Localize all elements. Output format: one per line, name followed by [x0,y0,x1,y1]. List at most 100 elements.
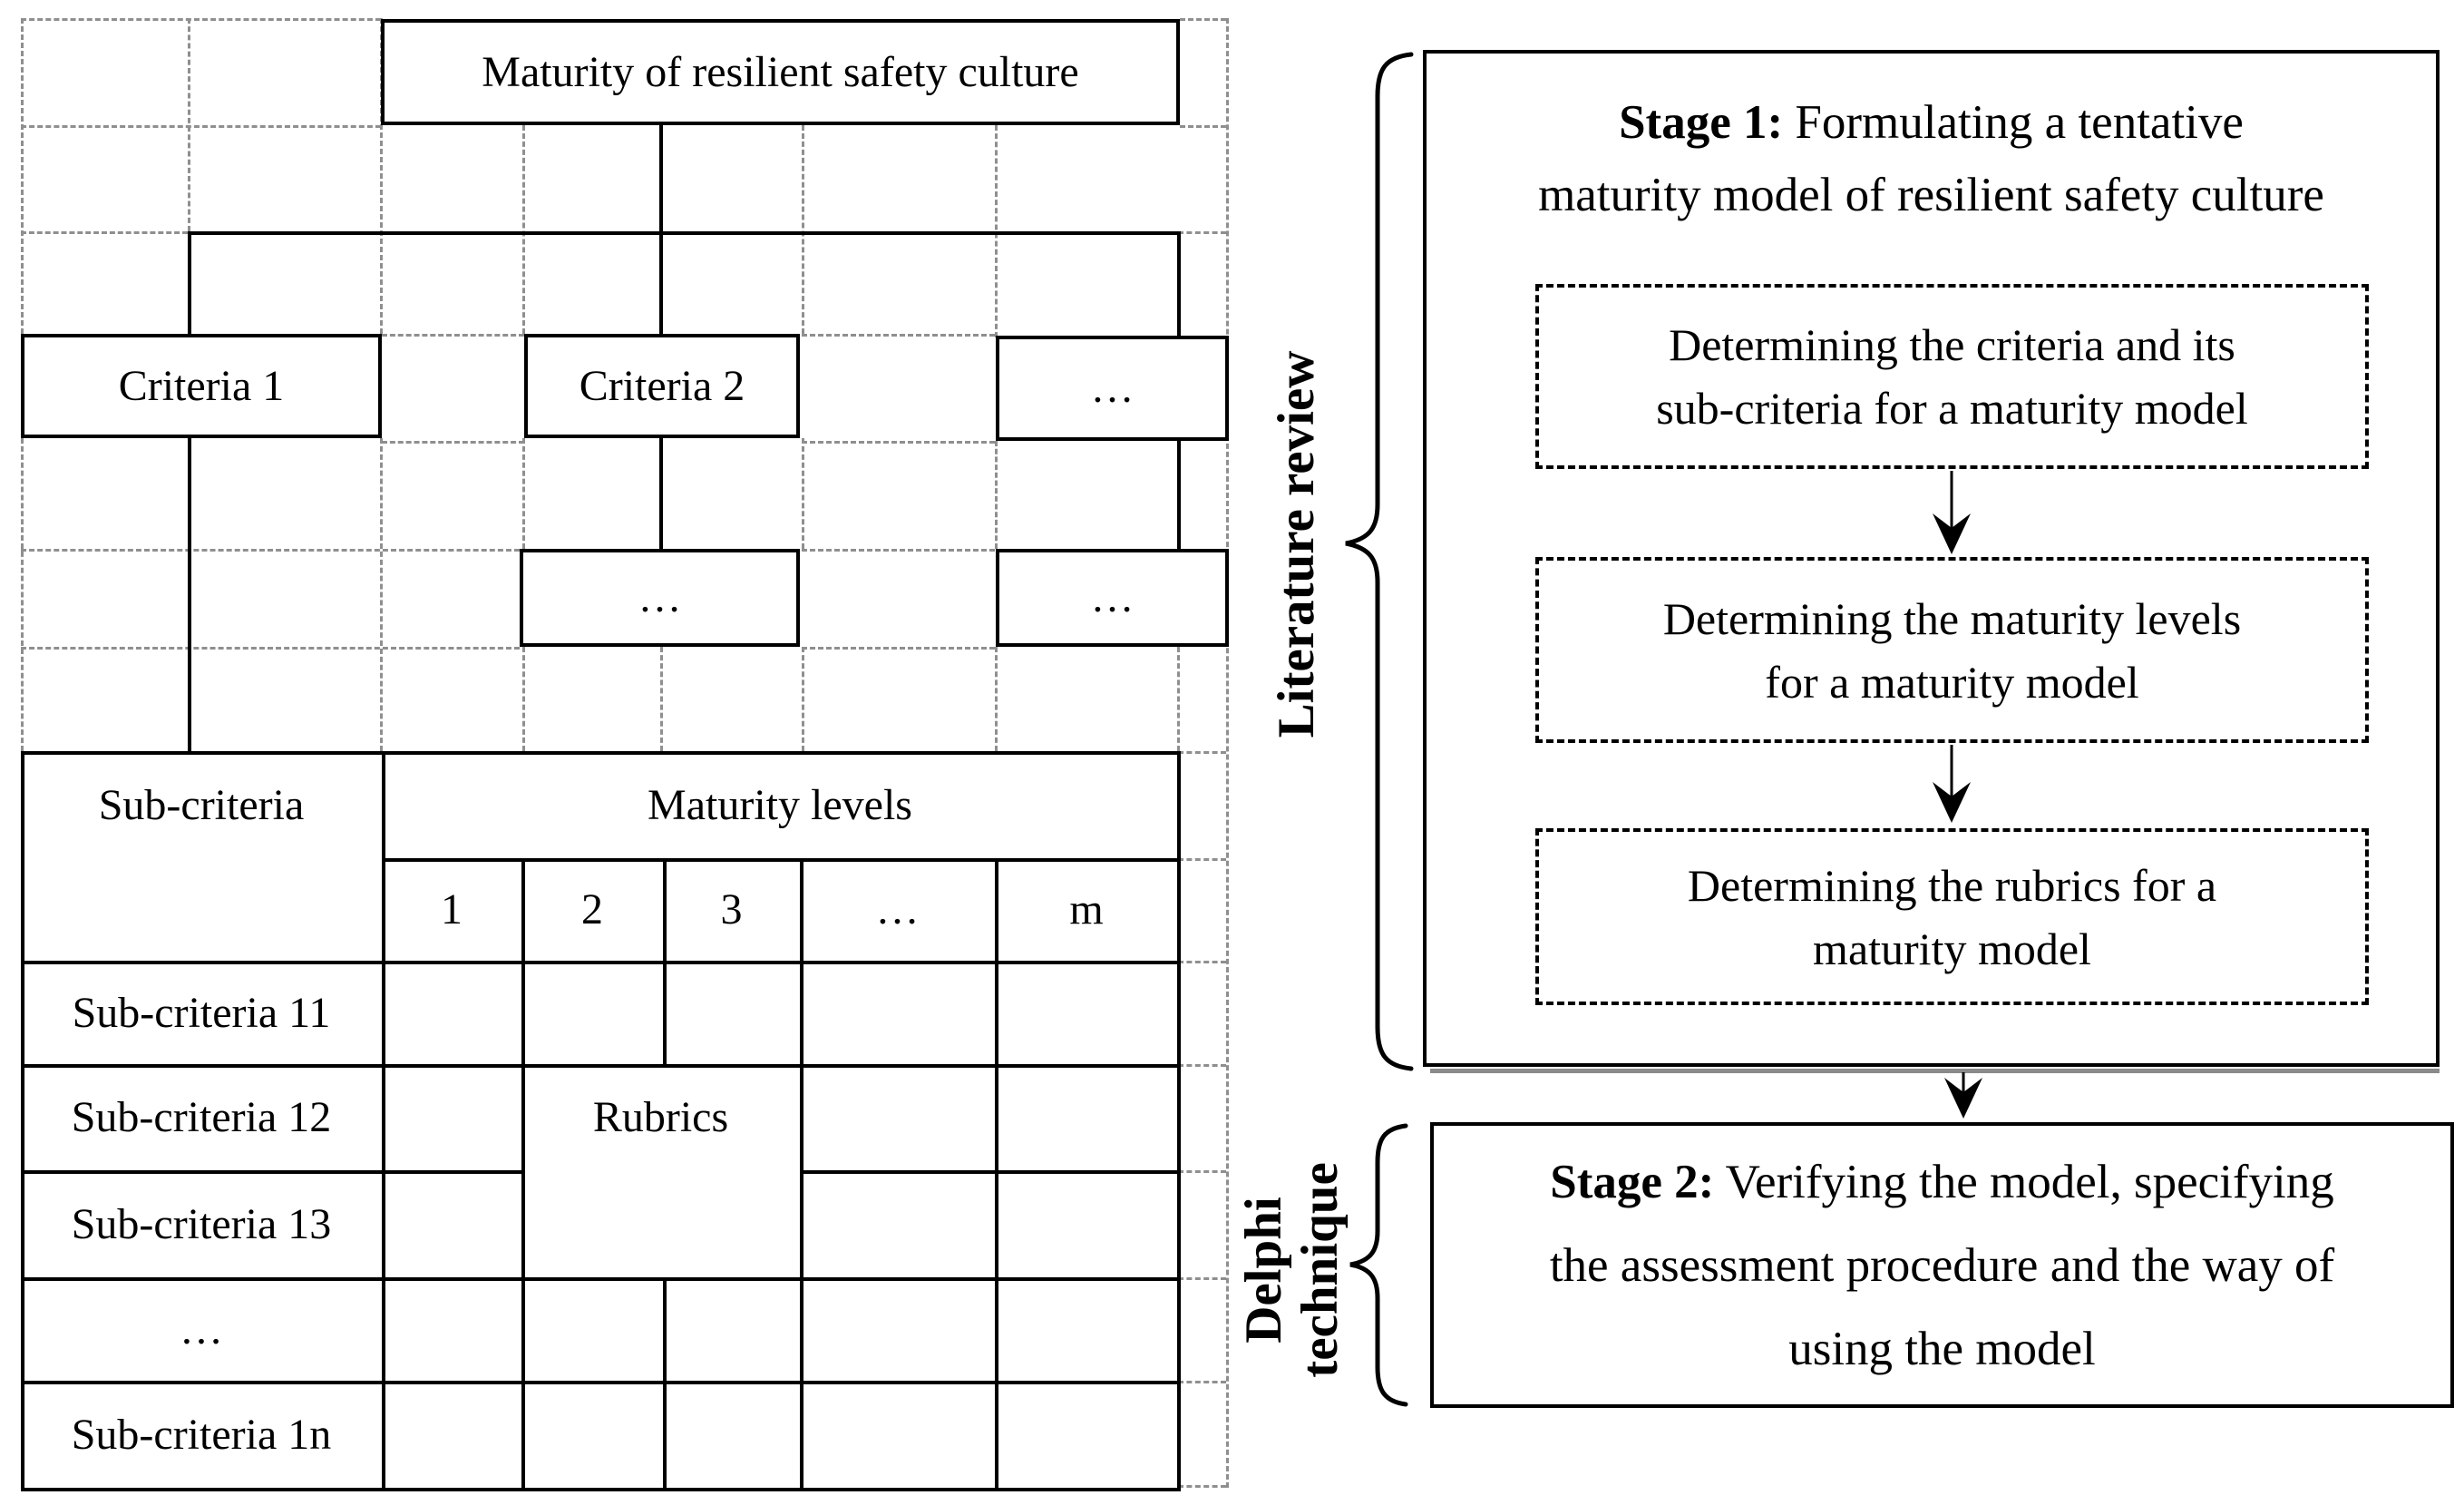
criteria-2-label: Criteria 2 [579,361,745,410]
solid-line [800,1170,1181,1174]
level-header-1: 1 [382,858,521,961]
solid-line [382,751,385,1491]
stage1-title: Stage 1: Formulating a tentative maturit… [1441,86,2421,231]
grid-dashed-line [1178,1277,1226,1280]
step-line: Determining the criteria and its [1669,319,2235,370]
stage2-prefix: Stage 2: [1550,1155,1715,1208]
grid-dashed-line [1178,961,1226,963]
down-arrow-icon [1933,471,1971,554]
down-arrow-icon [1944,1072,1982,1119]
grid-dashed-line [188,18,190,231]
grid-dashed-line [660,647,663,751]
solid-line [1177,441,1181,552]
level-header-ellipsis: … [800,858,995,961]
root-node-box: Maturity of resilient safety culture [381,19,1180,125]
row-label: Sub-criteria 12 [71,1093,332,1141]
curly-brace-literature-icon [1345,52,1414,1071]
grid-dashed-line [1178,858,1226,861]
level-m-label: m [1069,885,1104,933]
grid-dashed-line [21,18,381,21]
grid-dashed-line [1178,1381,1226,1383]
grid-dashed-line [802,334,995,337]
row-header-label: Sub-criteria [98,780,305,829]
solid-line [188,231,191,337]
grid-dashed-line [802,441,995,444]
table-row: … [21,1277,382,1381]
col-group-header-label: Maturity levels [648,780,912,829]
criteria-more-child-ellipsis-box: … [996,549,1229,647]
grid-dashed-line [522,438,525,549]
table-col-group-header-cell: Maturity levels [382,751,1178,858]
row-label: … [180,1305,223,1354]
level-ellipsis-label: … [875,885,920,933]
solid-line [659,231,663,337]
down-arrow-icon [1933,745,1971,823]
solid-line [659,438,663,552]
grid-dashed-line [21,125,381,128]
grid-dashed-line [802,125,804,334]
level-1-label: 1 [441,885,463,933]
table-row: Sub-criteria 1n [21,1381,382,1488]
solid-line [21,751,24,1491]
stage2-line1: Stage 2: Verifying the model, specifying [1550,1140,2334,1224]
row-label: Sub-criteria 11 [72,988,331,1037]
grid-dashed-line [1226,18,1229,1488]
criteria-1-label: Criteria 1 [118,361,285,410]
step-line: Determining the rubrics for a [1687,859,2217,911]
table-row: Sub-criteria 13 [21,1170,382,1277]
rubrics-merged-cell: Rubrics [521,1064,800,1170]
step-line: sub-criteria for a maturity model [1656,383,2248,434]
grid-dashed-line [21,438,24,751]
stage1-box-shadow [1430,1069,2440,1073]
step-box-rubrics: Determining the rubrics for a maturity m… [1535,828,2369,1005]
stage2-line1-rest: Verifying the model, specifying [1714,1155,2334,1208]
grid-dashed-line [382,334,524,337]
grid-dashed-line [1178,1170,1226,1173]
grid-dashed-line [1178,231,1226,234]
solid-line [21,1381,1181,1384]
level-3-label: 3 [720,885,743,933]
grid-dashed-line [1178,751,1226,754]
stage2-line2: the assessment procedure and the way of [1549,1238,2335,1292]
solid-line [995,858,998,1491]
criteria-2-box: Criteria 2 [524,334,800,438]
grid-dashed-line [380,18,383,334]
stage1-title-line1: Formulating a tentative [1783,96,2244,149]
solid-line [1177,751,1181,1491]
table-row: Sub-criteria 12 [21,1064,382,1170]
ellipsis-label: … [1090,573,1135,622]
grid-dashed-line [802,438,804,549]
criteria-more-box: … [996,336,1229,441]
level-header-2: 2 [521,858,663,961]
step-line: Determining the maturity levels [1662,592,2242,644]
grid-dashed-line [1178,1485,1226,1488]
grid-dashed-line [21,231,188,234]
grid-dashed-line [802,647,995,650]
solid-line [800,858,803,1491]
solid-line [663,858,667,1068]
solid-line [188,438,191,754]
table-row-header-cell: Sub-criteria [21,751,382,858]
level-header-3: 3 [663,858,800,961]
level-2-label: 2 [581,885,603,933]
grid-dashed-line [21,647,520,650]
grid-dashed-line [1180,125,1226,128]
root-node-label: Maturity of resilient safety culture [482,47,1079,96]
grid-dashed-line [802,647,804,751]
curly-brace-delphi-icon [1349,1123,1408,1407]
solid-line [21,751,1181,755]
grid-dashed-line [995,441,998,549]
grid-dashed-line [21,18,24,334]
step-line: for a maturity model [1765,656,2139,708]
criteria-2-child-ellipsis-box: … [520,549,800,647]
rubrics-label: Rubrics [592,1093,729,1141]
grid-dashed-line [1178,1064,1226,1067]
solid-line [21,1170,525,1174]
grid-dashed-line [380,438,383,751]
ellipsis-label: … [638,573,682,622]
stage1-title-line2: maturity model of resilient safety cultu… [1538,169,2324,221]
solid-line [21,961,1181,964]
solid-line [663,1277,667,1491]
